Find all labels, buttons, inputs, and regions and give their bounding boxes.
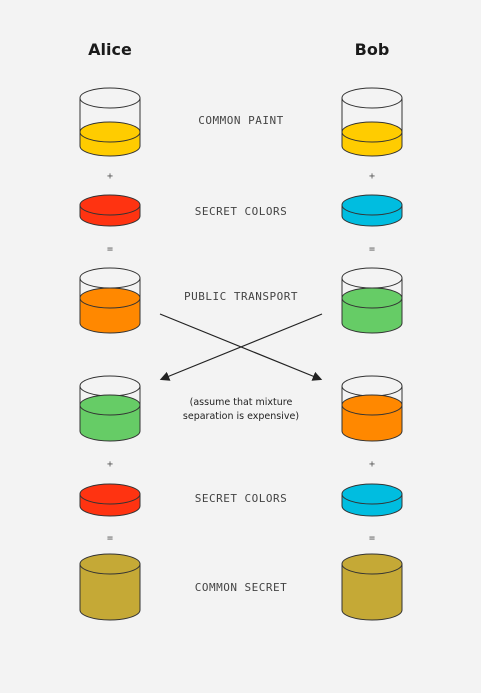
bob-received-mixture-beaker bbox=[341, 375, 403, 442]
alice-received-mixture-beaker-liquid bbox=[79, 394, 141, 442]
common-secret-label: COMMON SECRET bbox=[194, 581, 288, 594]
alice-equals-2: = bbox=[106, 533, 114, 544]
alice-secret-color-disc-2 bbox=[79, 483, 141, 517]
bob-public-mixture-beaker bbox=[341, 267, 403, 334]
alice-equals-1: = bbox=[106, 244, 114, 255]
note-line-1: (assume that mixture bbox=[189, 397, 293, 408]
bob-public-mixture-beaker-liquid bbox=[341, 287, 403, 334]
alice-public-mixture-beaker-liquid bbox=[79, 287, 141, 334]
secret-colors-label-2: SECRET COLORS bbox=[194, 492, 288, 505]
secret-colors-label: SECRET COLORS bbox=[194, 205, 288, 218]
alice-common-secret-cylinder bbox=[79, 553, 141, 621]
bob-common-paint-beaker-liquid bbox=[341, 121, 403, 157]
alice-received-mixture-beaker bbox=[79, 375, 141, 442]
bob-equals-2: = bbox=[368, 533, 376, 544]
alice-public-mixture-beaker bbox=[79, 267, 141, 334]
alice-common-paint-beaker-liquid bbox=[79, 121, 141, 157]
alice-common-paint-beaker bbox=[79, 87, 141, 157]
arrow-alice-to-bob bbox=[159, 313, 323, 381]
alice-secret-color-disc bbox=[79, 194, 141, 227]
bob-equals-1: = bbox=[368, 244, 376, 255]
bob-common-paint-beaker bbox=[341, 87, 403, 157]
assumption-note: (assume that mixture separation is expen… bbox=[161, 396, 321, 424]
common-paint-label: COMMON PAINT bbox=[198, 114, 284, 127]
bob-common-secret-cylinder bbox=[341, 553, 403, 621]
bob-secret-color-disc bbox=[341, 194, 403, 227]
bob-plus-2: + bbox=[368, 459, 376, 470]
alice-plus-2: + bbox=[106, 459, 114, 470]
bob-label: Bob bbox=[354, 40, 390, 59]
note-line-2: separation is expensive) bbox=[182, 411, 300, 422]
bob-plus-1: + bbox=[368, 171, 376, 182]
public-transport-label: PUBLIC TRANSPORT bbox=[184, 290, 298, 303]
alice-label: Alice bbox=[88, 40, 132, 59]
alice-plus-1: + bbox=[106, 171, 114, 182]
bob-secret-color-disc-2 bbox=[341, 483, 403, 517]
arrow-bob-to-alice bbox=[159, 313, 323, 381]
bob-received-mixture-beaker-liquid bbox=[341, 394, 403, 442]
